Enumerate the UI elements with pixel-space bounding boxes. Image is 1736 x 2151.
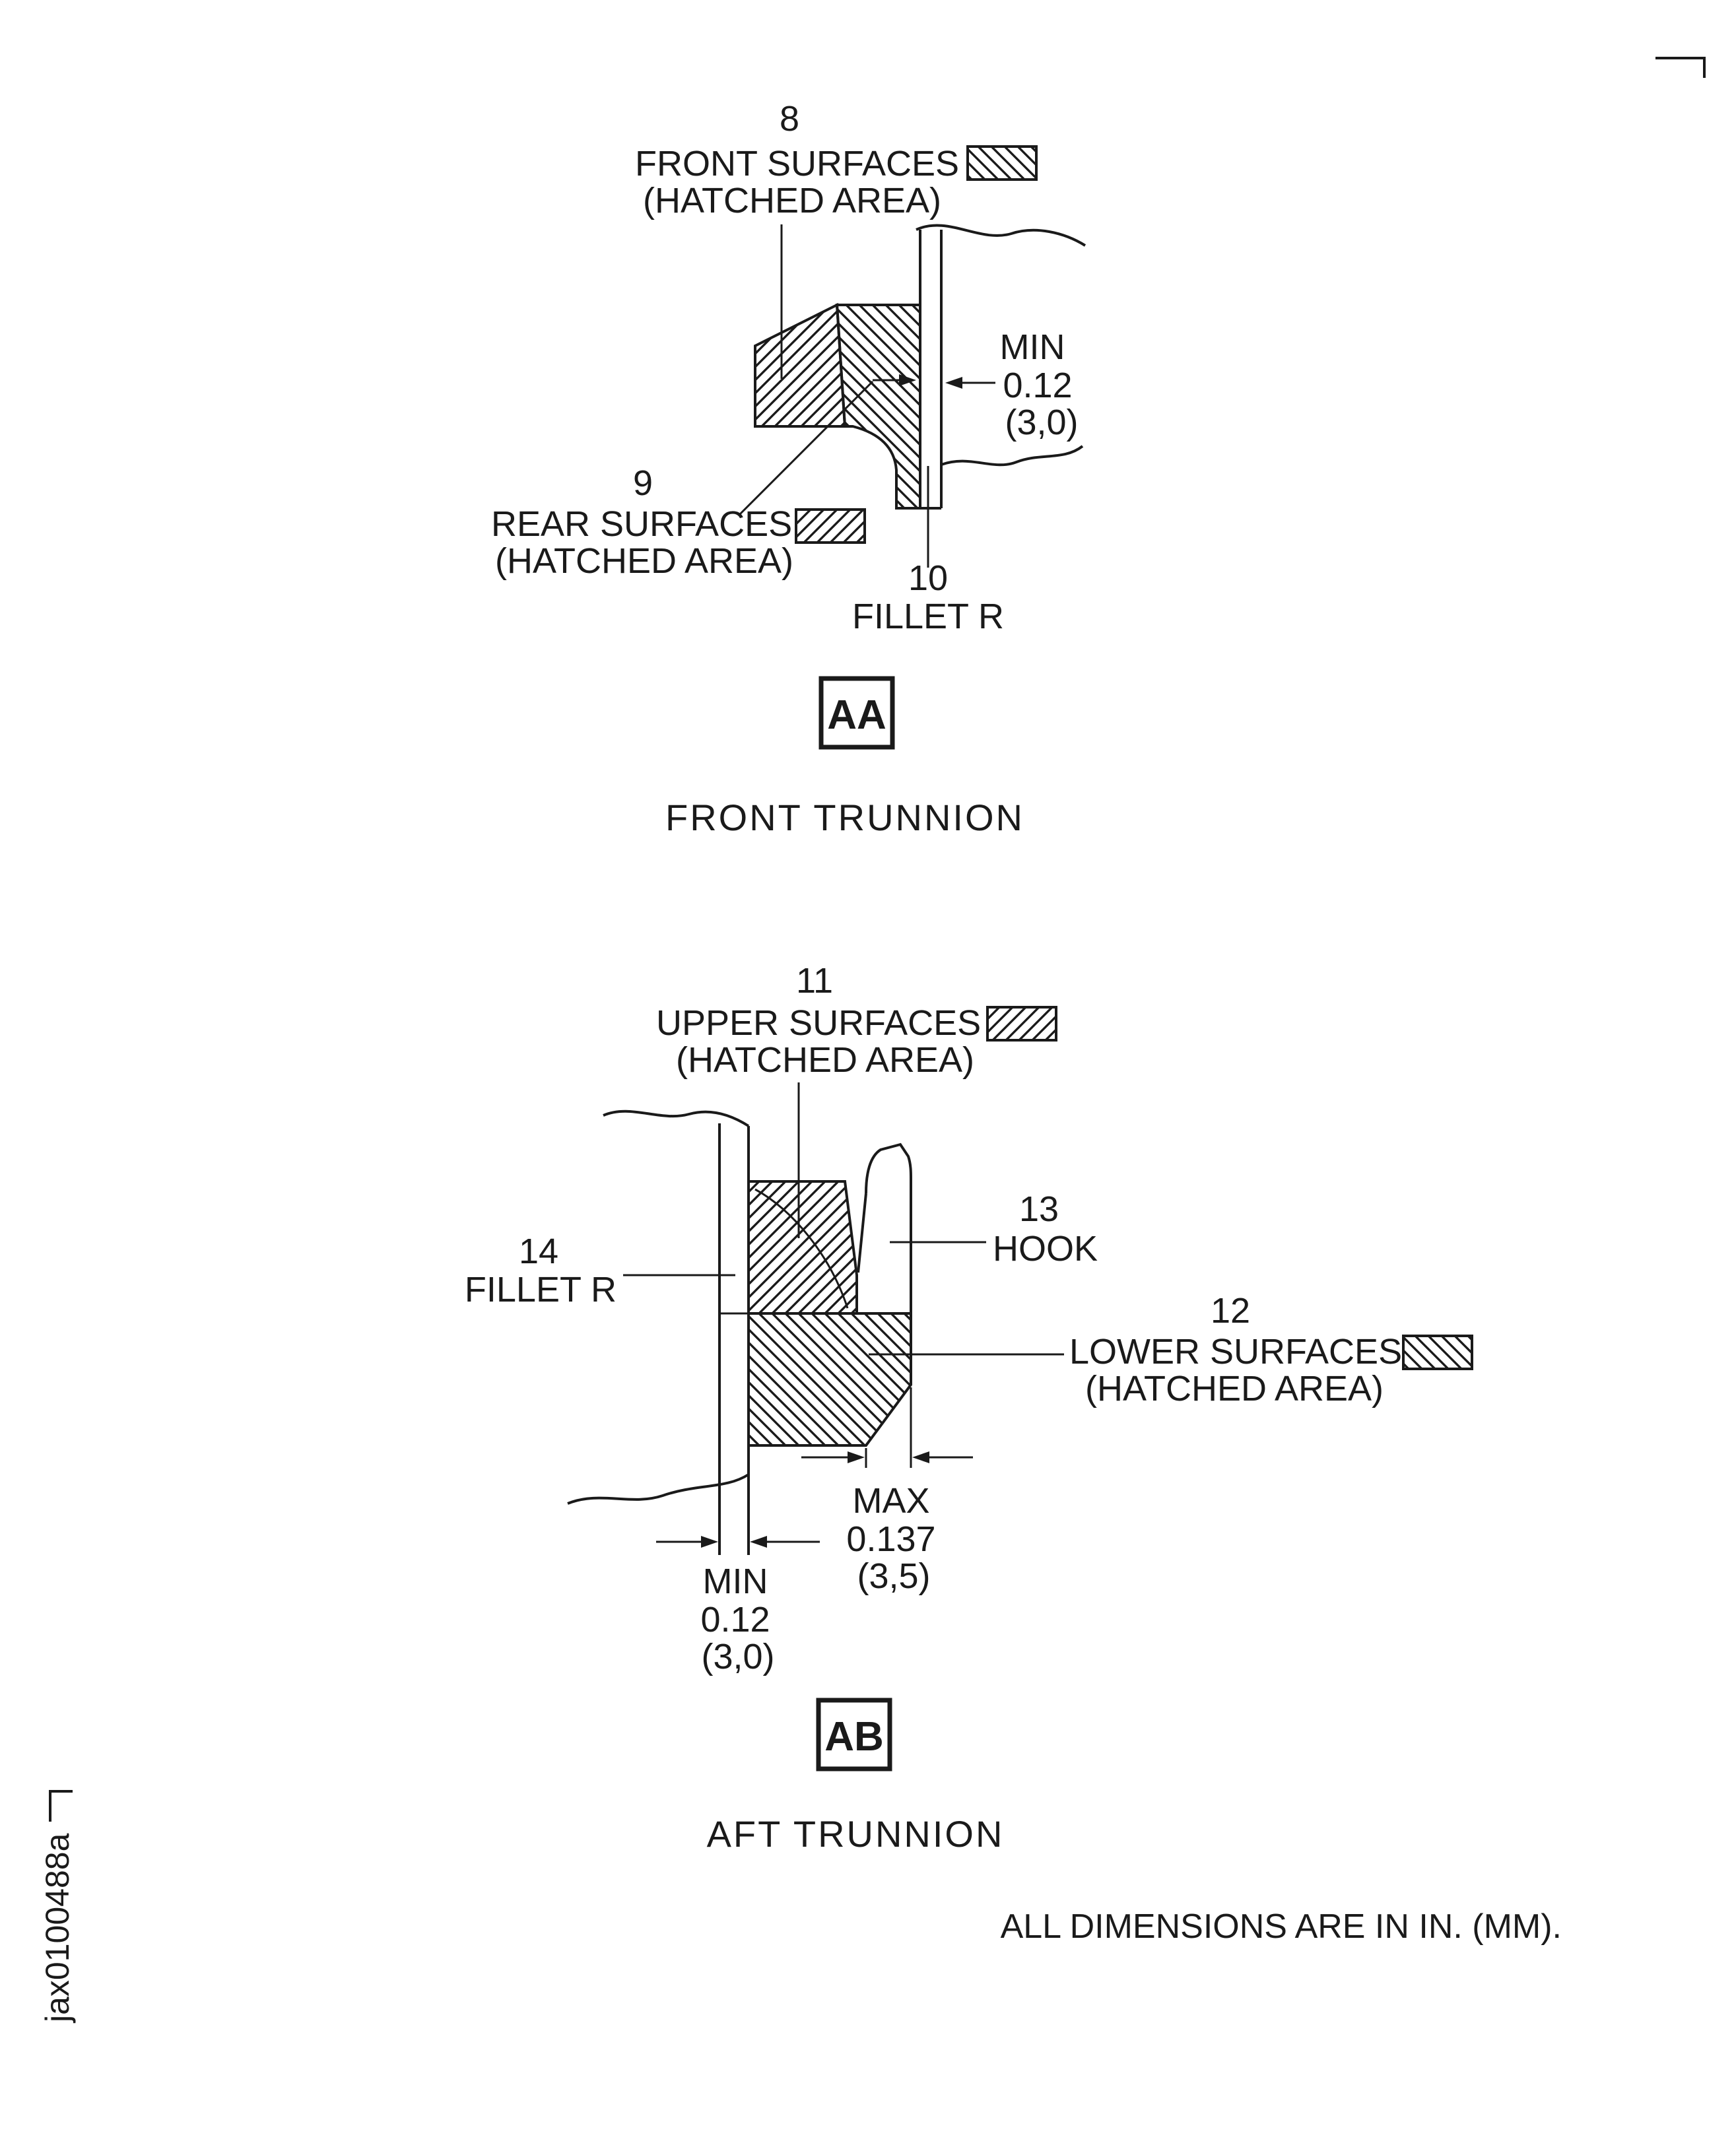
section-marker-box-ab <box>816 1698 892 1771</box>
max-dim-word: MAX <box>852 1481 929 1521</box>
ref-number-11: 11 <box>796 961 833 1001</box>
fillet-r-label-aft: FILLET R <box>465 1270 617 1309</box>
arrowhead-left-icon <box>750 1536 767 1548</box>
upper-surfaces-sublabel: (HATCHED AREA) <box>676 1040 974 1080</box>
corner-mark-icon <box>1655 57 1706 78</box>
fillet-radius-curve <box>754 1188 849 1309</box>
ref-number-13: 13 <box>1019 1189 1059 1229</box>
front-trunnion-caption: FRONT TRUNNION <box>665 797 1024 838</box>
arrowhead-left-icon <box>945 377 962 389</box>
backslash-hatch-swatch-icon <box>966 145 1038 181</box>
aft-min-dim-mm: (3,0) <box>701 1637 774 1676</box>
rear-surfaces-sublabel: (HATCHED AREA) <box>495 541 793 581</box>
ref-number-8: 8 <box>780 99 799 139</box>
dimensions-note: ALL DIMENSIONS ARE IN IN. (MM). <box>1001 1907 1562 1946</box>
ref-number-14: 14 <box>519 1232 558 1271</box>
forwardslash-hatch-swatch-icon <box>795 508 866 544</box>
front-surfaces-label: FRONT SURFACES <box>635 144 959 183</box>
max-dim-mm: (3,5) <box>857 1556 930 1596</box>
break-line-top <box>916 224 1086 247</box>
aft-min-dim-word: MIN <box>703 1562 768 1601</box>
rear-surface-hatched-region <box>754 302 847 428</box>
break-line-top-left <box>603 1109 750 1127</box>
lower-surfaces-label: LOWER SURFACES <box>1069 1332 1402 1372</box>
arrowhead-left-icon <box>912 1451 929 1463</box>
break-line-lower <box>941 445 1084 467</box>
front-trunnion-figure: 8 FRONT SURFACES (HATCHED AREA) MIN 0.12… <box>491 99 1086 838</box>
max-dim-inches: 0.137 <box>846 1519 935 1559</box>
section-marker-aa: AA <box>827 692 886 738</box>
lower-surfaces-sublabel: (HATCHED AREA) <box>1085 1369 1384 1408</box>
aft-min-dim-inches: 0.12 <box>700 1600 770 1639</box>
leader-line-9 <box>738 380 874 516</box>
aft-trunnion-caption: AFT TRUNNION <box>707 1813 1005 1855</box>
upper-surface-hatched-region <box>747 1180 858 1315</box>
section-marker-ab: AB <box>824 1714 884 1760</box>
front-min-dim-mm: (3,0) <box>1005 403 1078 442</box>
lower-surface-hatched-region <box>747 1312 912 1447</box>
ref-number-12: 12 <box>1211 1291 1250 1331</box>
front-min-dim-word: MIN <box>1000 327 1065 367</box>
document-id: jax0100488a <box>39 1833 76 2024</box>
arrowhead-right-icon <box>848 1451 865 1463</box>
arrowhead-right-icon <box>899 374 916 386</box>
forwardslash-hatch-swatch-icon <box>986 1006 1057 1042</box>
backslash-hatch-swatch-icon <box>1402 1335 1473 1370</box>
front-surfaces-sublabel: (HATCHED AREA) <box>643 181 941 220</box>
rear-surfaces-label: REAR SURFACES <box>491 504 792 544</box>
upper-surfaces-label: UPPER SURFACES <box>656 1003 981 1043</box>
aft-trunnion-figure: 11 UPPER SURFACES (HATCHED AREA) 14 FILL… <box>465 961 1473 1855</box>
section-marker-box-aa <box>818 676 895 750</box>
front-surface-hatched-region <box>835 304 921 510</box>
hook-notch-line <box>857 1193 867 1273</box>
doc-id-bracket-icon <box>49 1790 73 1822</box>
fillet-r-label-front: FILLET R <box>852 597 1004 636</box>
hook-label: HOOK <box>993 1229 1098 1269</box>
hook-outline <box>865 1142 912 1313</box>
break-line-bottom-left <box>567 1473 750 1505</box>
front-min-dim-inches: 0.12 <box>1003 366 1072 405</box>
arrowhead-right-icon <box>701 1536 718 1548</box>
ref-number-9: 9 <box>633 463 653 503</box>
